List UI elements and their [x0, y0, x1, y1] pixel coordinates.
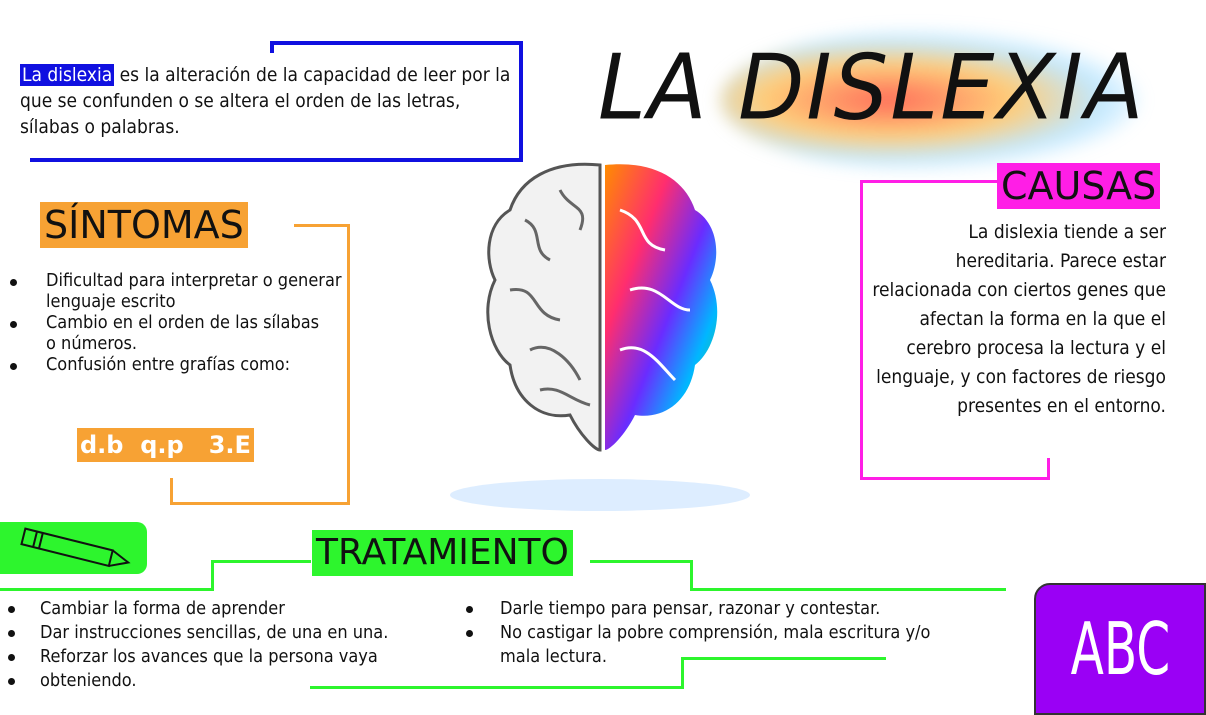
tratamiento-line-h	[681, 657, 684, 689]
definition-frame-top	[270, 41, 523, 45]
abc-text: ABC	[1070, 607, 1170, 691]
tratamiento-right-list: Darle tiempo para pensar, razonar y cont…	[464, 597, 984, 669]
sintomas-frame-top	[294, 224, 350, 227]
causas-frame-top	[860, 180, 997, 183]
tratamiento-item: Reforzar los avances que la persona vaya	[6, 645, 466, 669]
causas-text: La dislexia tiende a ser hereditaria. Pa…	[872, 221, 1166, 417]
sintomas-label: SÍNTOMAS	[40, 202, 248, 248]
sintomas-frame-bottom	[170, 502, 350, 505]
tratamiento-label: TRATAMIENTO	[312, 530, 573, 576]
brain-illustration	[450, 162, 750, 511]
tratamiento-item: No castigar la pobre comprensión, mala e…	[464, 621, 964, 669]
tratamiento-line-d	[590, 560, 693, 563]
brain-right-hemisphere	[605, 164, 718, 450]
definition-frame-tick	[270, 41, 274, 53]
sintomas-item: Cambio en el orden de las sílabas o núme…	[8, 312, 328, 354]
page-title: LA DISLEXIA	[598, 35, 1146, 141]
pencil-icon	[20, 527, 131, 568]
causas-label: CAUSAS	[997, 163, 1161, 209]
definition-frame-bottom	[30, 158, 523, 162]
tratamiento-line-e	[690, 560, 693, 591]
sintomas-item: Confusión entre grafías como:	[8, 354, 328, 375]
causas-frame-tick	[1047, 458, 1050, 480]
sintomas-list: Dificultad para interpretar o generar le…	[8, 270, 348, 375]
tratamiento-line-f	[690, 588, 1006, 591]
grafias-examples: d.b q.p 3.E	[77, 428, 254, 462]
definition-text: La dislexia es la alteración de la capac…	[20, 62, 520, 140]
pencil-badge	[0, 522, 147, 574]
tratamiento-item: obteniendo.	[6, 669, 466, 693]
tratamiento-line-c	[211, 560, 311, 563]
sintomas-item: Dificultad para interpretar o generar le…	[8, 270, 348, 312]
paint-splash	[720, 30, 1140, 170]
tratamiento-item: Darle tiempo para pensar, razonar y cont…	[464, 597, 984, 621]
definition-body: es la alteración de la capacidad de leer…	[20, 64, 511, 138]
tratamiento-line-b	[211, 560, 214, 591]
brain-left-hemisphere	[486, 162, 602, 452]
sintomas-frame-tick	[170, 478, 173, 505]
sintomas-frame-right	[347, 224, 350, 505]
causas-frame-bottom	[860, 477, 1050, 480]
tratamiento-item: Cambiar la forma de aprender	[6, 597, 466, 621]
definition-frame-right	[519, 41, 523, 162]
tratamiento-line-a	[0, 588, 214, 591]
tratamiento-line-g	[310, 686, 684, 689]
causas-frame-left	[860, 180, 863, 480]
abc-badge: ABC	[1034, 583, 1206, 715]
tratamiento-item: Dar instrucciones sencillas, de una en u…	[6, 621, 466, 645]
tratamiento-left-list: Cambiar la forma de aprender Dar instruc…	[6, 597, 466, 693]
tratamiento-line-i	[681, 657, 886, 660]
definition-highlight: La dislexia	[20, 64, 115, 86]
